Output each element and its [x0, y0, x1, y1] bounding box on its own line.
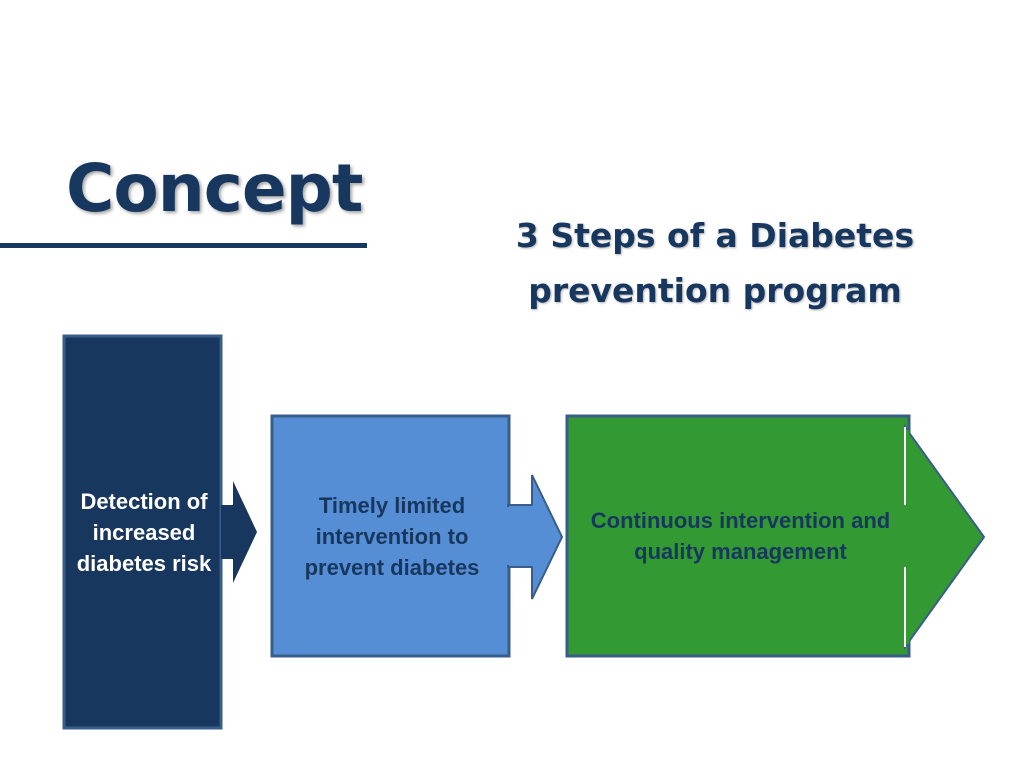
step-1-label: Detection of increased diabetes risk — [76, 488, 212, 576]
step-1-shape — [62, 334, 257, 730]
slide-subtitle: 3 Steps of a Diabetes prevention program — [515, 216, 915, 310]
slide-title: Concept — [66, 150, 363, 227]
step-3-shape — [565, 414, 986, 658]
step-1-arrow — [221, 481, 257, 583]
step-3-arrow — [904, 423, 986, 651]
step-3-label: Continuous intervention and quality mana… — [590, 508, 891, 564]
step-2-label: Timely limited intervention to prevent d… — [304, 492, 480, 580]
title-underline — [0, 243, 367, 248]
step-2-shape — [270, 414, 564, 658]
step-1-box — [62, 334, 223, 730]
step-2-arrow — [507, 474, 564, 600]
